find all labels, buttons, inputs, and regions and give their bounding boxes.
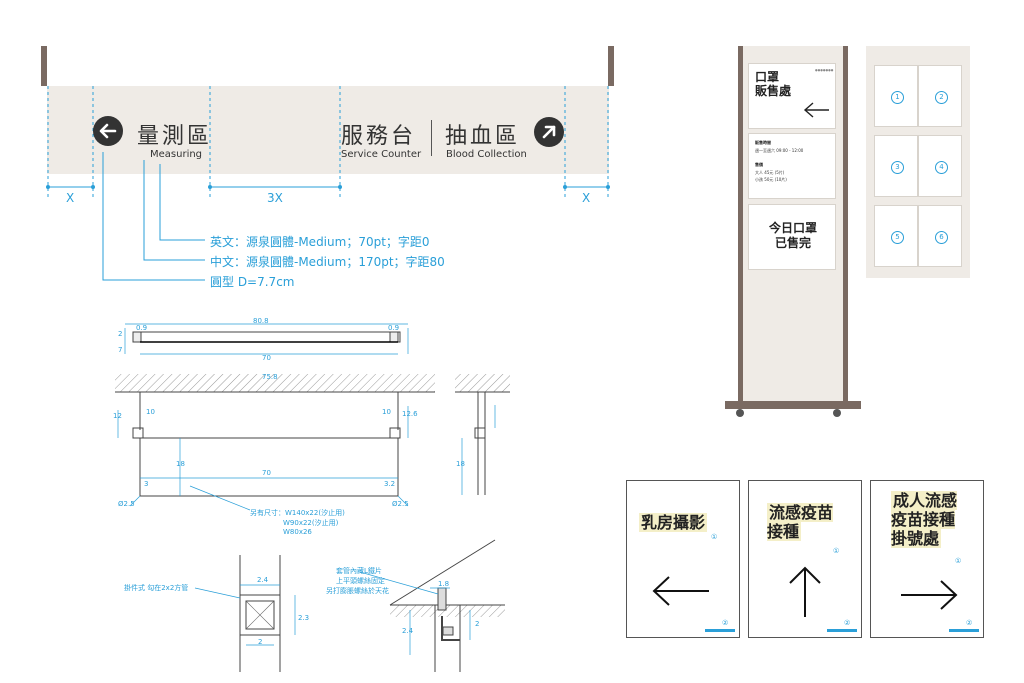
grid-board: 1 2 3 4 5 6 xyxy=(866,46,970,278)
panel2-head2: 售價 xyxy=(755,162,763,167)
banner-zh-left: 量測區 xyxy=(137,124,213,149)
dim-corner-l: 3 xyxy=(144,480,149,488)
sign1-foot: ② xyxy=(722,619,729,627)
dim-tube-in: 2 xyxy=(258,638,263,646)
arrow-up-icon xyxy=(789,566,821,617)
arrow-right-icon xyxy=(901,580,958,610)
banner-zh-mid: 服務台 xyxy=(341,124,417,149)
other-sizes-1: 另有尺寸：W140x22(汐止用) xyxy=(250,509,345,517)
top-view xyxy=(124,323,409,355)
sign3-foot: ② xyxy=(966,619,973,627)
dim-bolt-h: 2.4 xyxy=(402,627,414,635)
grid-cell-4: 4 xyxy=(918,135,962,197)
arrow-left-icon xyxy=(803,102,829,118)
dim-side-body: 18 xyxy=(456,460,465,468)
panel1-small: ●●●●●●● xyxy=(815,68,834,72)
dim-tube-h: 2.3 xyxy=(298,614,310,622)
dim-tube-w: 2.4 xyxy=(257,576,269,584)
other-sizes-2: W90x22(汐止用) xyxy=(283,519,339,527)
banner-en-right: Blood Collection xyxy=(446,149,527,160)
panel2-time: 週一至週六 09:00 - 12:00 xyxy=(755,148,804,153)
sign2-num: ① xyxy=(833,547,840,555)
stand-panel-2: 販售時間 週一至週六 09:00 - 12:00 售價 大人 45元 (5片) … xyxy=(748,133,836,199)
dim-top-total: 80.8 xyxy=(253,317,269,325)
dim-h-left-in: 10 xyxy=(146,408,155,416)
dim-corner-r: 3.2 xyxy=(384,480,396,488)
dim-phi-r: Ø2.5 xyxy=(392,500,409,508)
stand-base xyxy=(725,401,861,409)
banner-rod-left xyxy=(41,46,47,86)
direction-sign-1: 乳房攝影 ① ② xyxy=(626,480,740,638)
dim-h-right: 10 xyxy=(382,408,391,416)
bolt-detail xyxy=(359,539,505,672)
stand-panel-3: 今日口罩 已售完 xyxy=(748,204,836,270)
dim-x-left: X xyxy=(66,191,75,205)
bolt-note-2: 上平頭螺絲固定 xyxy=(336,577,385,585)
banner-divider xyxy=(431,120,432,156)
dim-bolt-s: 2 xyxy=(475,620,480,628)
panel1-title: 口罩 販售處 xyxy=(755,70,792,98)
arrow-left-circle-icon xyxy=(93,116,123,146)
grid-cell-5: 5 xyxy=(874,205,918,267)
side-view xyxy=(455,374,510,495)
dim-top-l: 0.9 xyxy=(136,324,148,332)
dim-top-inner: 70 xyxy=(262,354,271,362)
dim-top-r: 0.9 xyxy=(388,324,400,332)
sign3-logo xyxy=(949,629,979,632)
dim-3x: 3X xyxy=(267,191,283,205)
dim-ceiling: 75.8 xyxy=(262,373,278,381)
stand-wheel-left xyxy=(736,409,744,417)
dim-h-right-out: 12.6 xyxy=(402,410,418,418)
grid-cell-6: 6 xyxy=(918,205,962,267)
dim-body-h: 18 xyxy=(176,460,185,468)
panel2-price1: 大人 45元 (5片) xyxy=(755,170,785,175)
stand-panel-1: 口罩 販售處 ●●●●●●● xyxy=(748,63,836,129)
callout-zh-font: 中文：源泉圓體-Medium；170pt；字距80 xyxy=(210,255,445,269)
front-view xyxy=(115,374,435,511)
sign2-logo xyxy=(827,629,857,632)
sign1-logo xyxy=(705,629,735,632)
callout-leaders xyxy=(102,152,205,281)
hang-detail xyxy=(194,555,296,672)
grid-cell-2: 2 xyxy=(918,65,962,127)
grid-cell-3: 3 xyxy=(874,135,918,197)
dim-x-right: X xyxy=(582,191,591,205)
direction-sign-2: 流感疫苗 接種 ① ② xyxy=(748,480,862,638)
direction-sign-3: 成人流感 疫苗接種 掛號處 ① ② xyxy=(870,480,984,638)
callout-en-font: 英文：源泉圓體-Medium；70pt；字距0 xyxy=(210,235,430,249)
sign2-title: 流感疫苗 接種 xyxy=(767,503,834,541)
banner-board xyxy=(47,86,609,174)
arrow-upright-circle-icon xyxy=(534,117,564,147)
sign3-num: ① xyxy=(955,557,962,565)
banner-guides xyxy=(46,86,610,200)
other-sizes-3: W80x26 xyxy=(283,528,312,536)
sign1-title: 乳房攝影 xyxy=(639,513,708,532)
panel2-price2: 小孩 50元 (10片) xyxy=(755,177,787,182)
bolt-note-1: 套管內藏L鐵片 xyxy=(336,567,382,575)
bolt-note-3: 另打膨脹螺絲於天花 xyxy=(326,587,389,595)
callout-circle: 圓型 D=7.7cm xyxy=(210,275,295,289)
arrow-left-icon xyxy=(652,576,709,606)
sign3-title: 成人流感 疫苗接種 掛號處 xyxy=(891,491,958,548)
panel2-head: 販售時間 xyxy=(755,140,771,145)
banner-rod-right xyxy=(608,46,614,86)
sign1-num: ① xyxy=(711,533,718,541)
sign2-foot: ② xyxy=(844,619,851,627)
stand-wheel-right xyxy=(833,409,841,417)
panel3-title: 今日口罩 已售完 xyxy=(768,221,817,250)
dim-side-b: 2 xyxy=(118,330,123,338)
grid-cell-1: 1 xyxy=(874,65,918,127)
dim-bolt-w: 1.8 xyxy=(438,580,450,588)
banner-en-left: Measuring xyxy=(150,149,203,160)
dim-phi-l: Ø2.5 xyxy=(118,500,135,508)
dim-front-inner: 70 xyxy=(262,469,271,477)
dim-side-a: 7 xyxy=(118,346,123,354)
banner-en-mid: Service Counter xyxy=(341,149,422,160)
dim-h-left: 12 xyxy=(113,412,122,420)
banner-zh-right: 抽血區 xyxy=(445,124,521,149)
hang-note: 掛件式 勾在2x2方管 xyxy=(124,584,189,592)
technical-drawing xyxy=(115,323,510,672)
